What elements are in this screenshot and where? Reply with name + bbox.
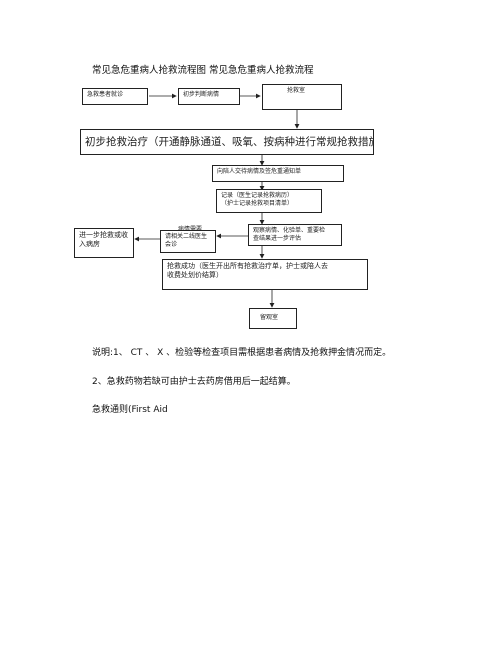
step-label: 急救患者就诊 bbox=[87, 91, 124, 98]
step-label: 向陪人交待病情及签危重通知单 bbox=[217, 168, 302, 175]
step-label-line1: 观察病情、化验单、重要检 bbox=[253, 227, 326, 234]
flow-step-initial-judgment: 初步判断病情 bbox=[178, 88, 240, 105]
step-label: 进一步抢救或收入病房 bbox=[79, 231, 128, 248]
flow-step-rescue-room: 抢救室 bbox=[262, 84, 342, 110]
step-label: 初步判断病情 bbox=[183, 91, 220, 98]
consult-condition-note: 病情需要 bbox=[178, 224, 202, 233]
flow-step-observe: 观察病情、化验单、重要检 查结果进一步评估 bbox=[248, 224, 342, 246]
flow-step-record: 记录（医生记录抢救病历） （护士记录抢救项目清单） bbox=[216, 189, 322, 213]
flow-step-consult: 请相关二线医生会诊 bbox=[160, 230, 216, 253]
step-label: 请相关二线医生会诊 bbox=[165, 233, 208, 248]
step-label-line2: 查结果进一步评估 bbox=[253, 234, 302, 242]
step-label-line1: 抢救成功（医生开出所有抢救治疗单，护士或陪人去 bbox=[167, 262, 328, 270]
flow-step-success: 抢救成功（医生开出所有抢救治疗单，护士或陪人去 收费处划价结算） bbox=[162, 259, 368, 290]
flow-step-initial-treatment: 初步抢救治疗（开通静脉通道、吸氧、按病种进行常规抢救措施等） bbox=[80, 129, 374, 155]
explanation-note-1: 说明:1、 CT 、 X 、检验等检查项目需根据患者病情及抢救押金情况而定。 bbox=[92, 348, 392, 358]
step-label: 留观室 bbox=[260, 314, 279, 321]
flow-step-notify: 向陪人交待病情及签危重通知单 bbox=[212, 165, 344, 182]
flow-step-admit: 进一步抢救或收入病房 bbox=[74, 228, 134, 258]
step-label-line2: 收费处划价结算） bbox=[167, 270, 223, 279]
page-title: 常见急危重病人抢救流程图 常见急危重病人抢救流程 bbox=[92, 65, 314, 76]
step-label: 抢救室 bbox=[287, 87, 306, 94]
flow-step-observation-room: 留观室 bbox=[249, 308, 297, 329]
explanation-note-2: 2、急救药物若缺可由护士去药房借用后一起结算。 bbox=[92, 377, 296, 387]
step-label-line2: （护士记录抢救项目清单） bbox=[221, 199, 294, 207]
step-label-line1: 记录（医生记录抢救病历） bbox=[221, 192, 294, 199]
explanation-note-3: 急救通则(First Aid bbox=[92, 405, 168, 415]
flow-step-patient-visit: 急救患者就诊 bbox=[82, 88, 148, 105]
step-label: 初步抢救治疗（开通静脉通道、吸氧、按病种进行常规抢救措施等） bbox=[85, 136, 374, 148]
